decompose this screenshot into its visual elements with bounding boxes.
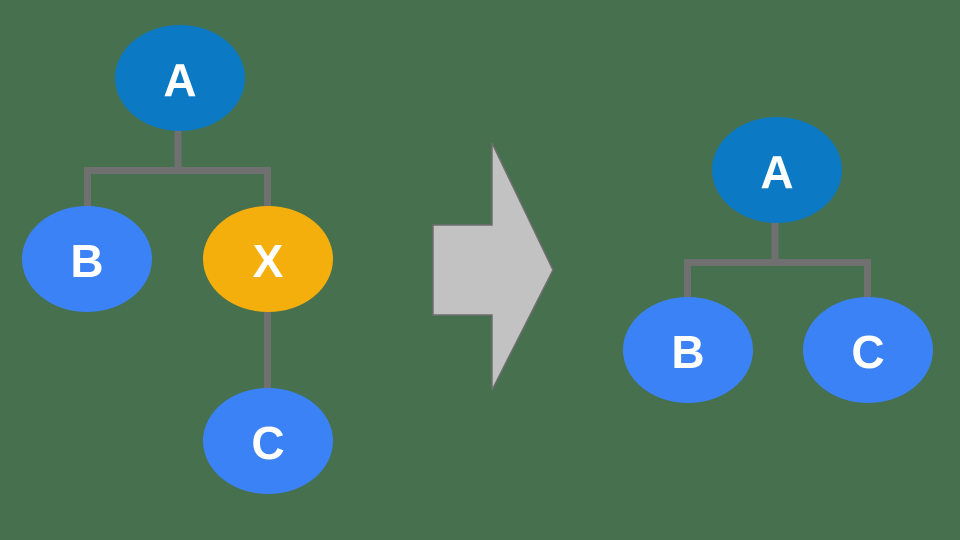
node-b2-shape[interactable] bbox=[623, 297, 753, 403]
before-tree-connectors bbox=[84, 126, 271, 394]
after-tree-connectors bbox=[684, 218, 871, 304]
node-a-shape[interactable] bbox=[115, 25, 245, 131]
edge-horizontal-bus bbox=[84, 167, 271, 174]
node-b2[interactable]: B bbox=[623, 297, 753, 403]
node-c2[interactable]: C bbox=[803, 297, 933, 403]
edge-split-to-c2 bbox=[864, 259, 871, 304]
transform-arrow bbox=[432, 142, 554, 391]
node-b[interactable]: B bbox=[22, 206, 152, 312]
edge-split-to-b2 bbox=[684, 259, 691, 304]
edge-x-to-c bbox=[264, 306, 271, 394]
before-tree: A B X C bbox=[22, 25, 333, 494]
node-c-shape[interactable] bbox=[203, 388, 333, 494]
node-x-shape[interactable] bbox=[203, 206, 333, 312]
node-c2-shape[interactable] bbox=[803, 297, 933, 403]
node-a2-shape[interactable] bbox=[712, 117, 842, 223]
node-a[interactable]: A bbox=[115, 25, 245, 131]
node-x[interactable]: X bbox=[203, 206, 333, 312]
edge-a-to-split bbox=[174, 126, 182, 174]
node-c[interactable]: C bbox=[203, 388, 333, 494]
edge-split-to-b bbox=[84, 167, 91, 212]
edge-split-to-x bbox=[264, 167, 271, 212]
arrow-right-icon bbox=[432, 142, 554, 391]
node-a2[interactable]: A bbox=[712, 117, 842, 223]
edge-horizontal-bus-2 bbox=[684, 259, 871, 266]
edge-a2-to-split bbox=[771, 218, 779, 266]
after-tree: A B C bbox=[623, 117, 933, 403]
node-b-shape[interactable] bbox=[22, 206, 152, 312]
